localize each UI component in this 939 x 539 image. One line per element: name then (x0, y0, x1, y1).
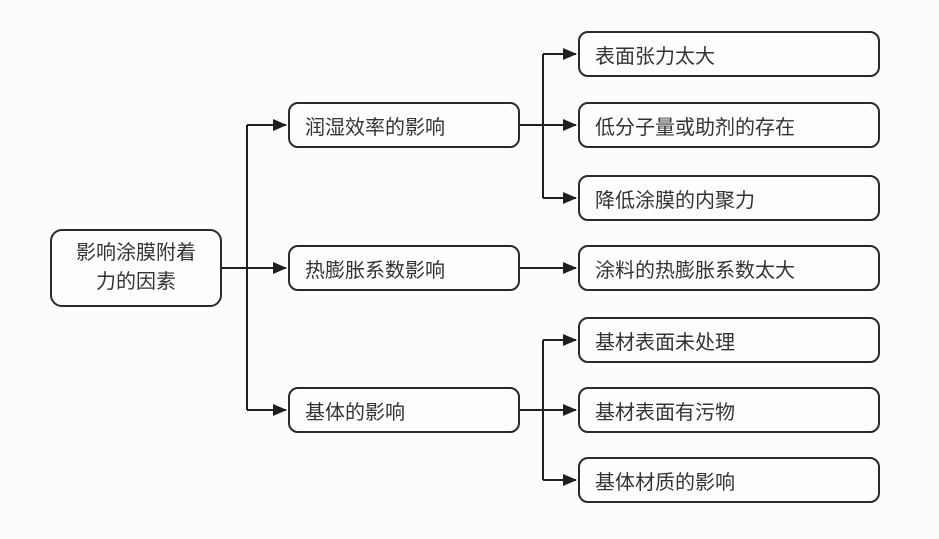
root-node-label-line2: 力的因素 (96, 271, 176, 293)
branch-node-label: 基体的影响 (305, 401, 405, 424)
leaf-node-low-molecular-weight-or-additives: 低分子量或助剂的存在 (578, 102, 880, 148)
leaf-node-substrate-surface-untreated: 基材表面未处理 (578, 317, 880, 363)
leaf-node-reduced-film-cohesion: 降低涂膜的内聚力 (578, 175, 880, 221)
leaf-node-label: 降低涂膜的内聚力 (595, 189, 755, 212)
leaf-node-label: 基体材质的影响 (595, 471, 735, 494)
leaf-node-label: 表面张力太大 (595, 45, 715, 68)
leaf-node-label: 基材表面未处理 (595, 331, 735, 354)
branch-node-wetting-efficiency: 润湿效率的影响 (288, 102, 520, 148)
leaf-node-substrate-surface-contaminated: 基材表面有污物 (578, 387, 880, 433)
leaf-node-surface-tension-too-large: 表面张力太大 (578, 31, 880, 77)
leaf-node-label: 基材表面有污物 (595, 401, 735, 424)
leaf-node-coating-thermal-expansion-too-large: 涂料的热膨胀系数太大 (578, 245, 880, 291)
leaf-node-substrate-material-effect: 基体材质的影响 (578, 457, 880, 503)
branch-node-thermal-expansion: 热膨胀系数影响 (288, 245, 520, 291)
root-node-adhesion-factors: 影响涂膜附着 力的因素 (50, 229, 222, 307)
leaf-node-label: 低分子量或助剂的存在 (595, 116, 795, 139)
branch-node-label: 润湿效率的影响 (305, 116, 445, 139)
leaf-node-label: 涂料的热膨胀系数太大 (595, 259, 795, 282)
branch-node-label: 热膨胀系数影响 (305, 259, 445, 282)
branch-node-substrate: 基体的影响 (288, 387, 520, 433)
root-node-label-line1: 影响涂膜附着 (76, 242, 196, 264)
